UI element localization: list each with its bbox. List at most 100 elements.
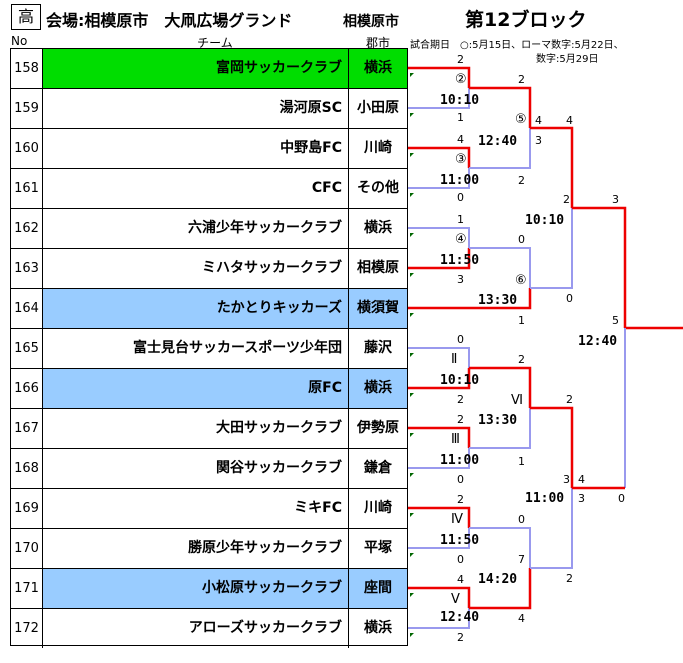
- bracket-line-win: [408, 586, 471, 608]
- bracket-label-m2-top: 4: [457, 133, 464, 146]
- bracket-line-win: [408, 248, 471, 270]
- cell-marker: [410, 273, 414, 277]
- host-city: 相模原市: [343, 14, 399, 30]
- bracket-line-lose: [469, 128, 531, 169]
- bracket-label-m7-top: 3: [612, 193, 619, 206]
- bracket-label-n5-bot: 1: [518, 455, 525, 468]
- bracket-label-m2-mark: ③: [455, 152, 467, 167]
- bracket-label-m7-l: 5: [612, 314, 619, 327]
- bracket-line-win: [408, 146, 471, 168]
- team-city: 横須賀: [349, 289, 407, 328]
- bracket-line-lose: [469, 408, 531, 449]
- bracket-line-win: [408, 288, 532, 310]
- team-name: 富岡サッカークラブ: [43, 49, 349, 88]
- bracket-label-m3-time: 11:50: [440, 253, 479, 268]
- bracket-label-n3-top: 2: [457, 493, 464, 506]
- bracket-label-m6-bot: 0: [566, 292, 573, 305]
- team-number: 172: [11, 609, 43, 648]
- bracket-label-m2-bot: 0: [457, 191, 464, 204]
- bracket-line-win: [469, 568, 532, 610]
- cell-marker: [410, 353, 414, 357]
- bracket-line-win: [572, 206, 627, 328]
- team-number: 165: [11, 329, 43, 368]
- team-city: 小田原: [357, 100, 399, 116]
- schedule-note: 試合期日 ○:5月15日、ローマ数字:5月22日、: [410, 40, 624, 51]
- bracket-label-m1-top: 2: [457, 53, 464, 66]
- bracket-line-win: [469, 366, 532, 408]
- team-name: 原FC: [43, 369, 349, 408]
- team-number: 171: [11, 569, 43, 608]
- bracket-label-n4-bot: 2: [457, 631, 464, 644]
- venue-title: 会場:相模原市 大凧広場グランド: [46, 11, 293, 30]
- bracket-label-m4-r: 3: [535, 134, 542, 147]
- bracket-line-lose: [408, 528, 470, 549]
- bracket-label-n4-mark: Ⅴ: [451, 592, 460, 607]
- bracket-label-m5-mark: ⑥: [515, 273, 527, 288]
- team-city: 相模原: [357, 260, 399, 276]
- team-city: 伊勢原: [357, 420, 399, 436]
- bracket-label-n6-bot: 4: [518, 612, 525, 625]
- team-city: 川崎: [364, 500, 392, 516]
- bracket-label-n5-time: 13:30: [478, 413, 517, 428]
- bracket-label-n1-bot: 2: [457, 393, 464, 406]
- team-city: 横浜: [349, 49, 407, 88]
- cell-marker: [410, 313, 414, 317]
- team-number: 158: [11, 49, 43, 88]
- bracket-line-lose: [530, 488, 573, 569]
- team-name: 中野島FC: [43, 129, 349, 168]
- team-name: 湯河原SC: [43, 89, 349, 128]
- team-name: 小松原サッカークラブ: [43, 569, 349, 608]
- team-name: 勝原少年サッカークラブ: [43, 529, 349, 568]
- bracket-label-n7-r2: 3: [578, 492, 585, 505]
- team-number: 166: [11, 369, 43, 408]
- block-title: 第12ブロック: [465, 9, 587, 31]
- team-number: 160: [11, 129, 43, 168]
- team-name: ミキFC: [43, 489, 349, 528]
- team-city: 藤沢: [364, 340, 392, 356]
- bracket-label-n2-top: 2: [457, 413, 464, 426]
- bracket-label-m6-top: 4: [566, 114, 573, 127]
- bracket-label-m4-top: 2: [518, 73, 525, 86]
- bracket-label-m5-bot: 1: [518, 314, 525, 327]
- bracket-line-win: [530, 126, 574, 208]
- cell-marker: [410, 153, 414, 157]
- bracket-label-m3-top: 1: [457, 213, 464, 226]
- team-name: CFC: [43, 169, 349, 208]
- bracket-label-m6-time: 10:10: [525, 213, 564, 228]
- bracket-label-m5-top: 0: [518, 233, 525, 246]
- team-name: 富士見台サッカースポーツ少年団: [43, 329, 349, 368]
- team-name: 六浦少年サッカークラブ: [43, 209, 349, 248]
- cell-marker: [410, 513, 414, 517]
- team-city: 横浜: [364, 620, 392, 636]
- bracket-line-lose: [469, 247, 531, 288]
- cell-marker: [410, 233, 414, 237]
- team-name: たかとりキッカーズ: [43, 289, 349, 328]
- bracket-label-m1-mark: ②: [455, 72, 467, 87]
- bracket-label-n2-time: 11:00: [440, 453, 479, 468]
- bracket-label-n2-mark: Ⅲ: [451, 432, 460, 447]
- cell-marker: [410, 473, 414, 477]
- bracket-line-win: [469, 86, 532, 128]
- team-number: 159: [11, 89, 43, 128]
- schedule-note-cont: 数字:5月29日: [536, 54, 599, 65]
- bracket-line-lose: [408, 347, 470, 368]
- bracket-line-win: [530, 406, 574, 488]
- bracket-line-lose: [469, 527, 531, 568]
- team-number: 168: [11, 449, 43, 488]
- cell-marker: [410, 433, 414, 437]
- team-name: ミハタサッカークラブ: [43, 249, 349, 288]
- team-city: 座間: [349, 569, 407, 608]
- bracket-line-win: [408, 368, 471, 390]
- team-city: 川崎: [364, 140, 392, 156]
- bracket-line-lose: [408, 448, 470, 469]
